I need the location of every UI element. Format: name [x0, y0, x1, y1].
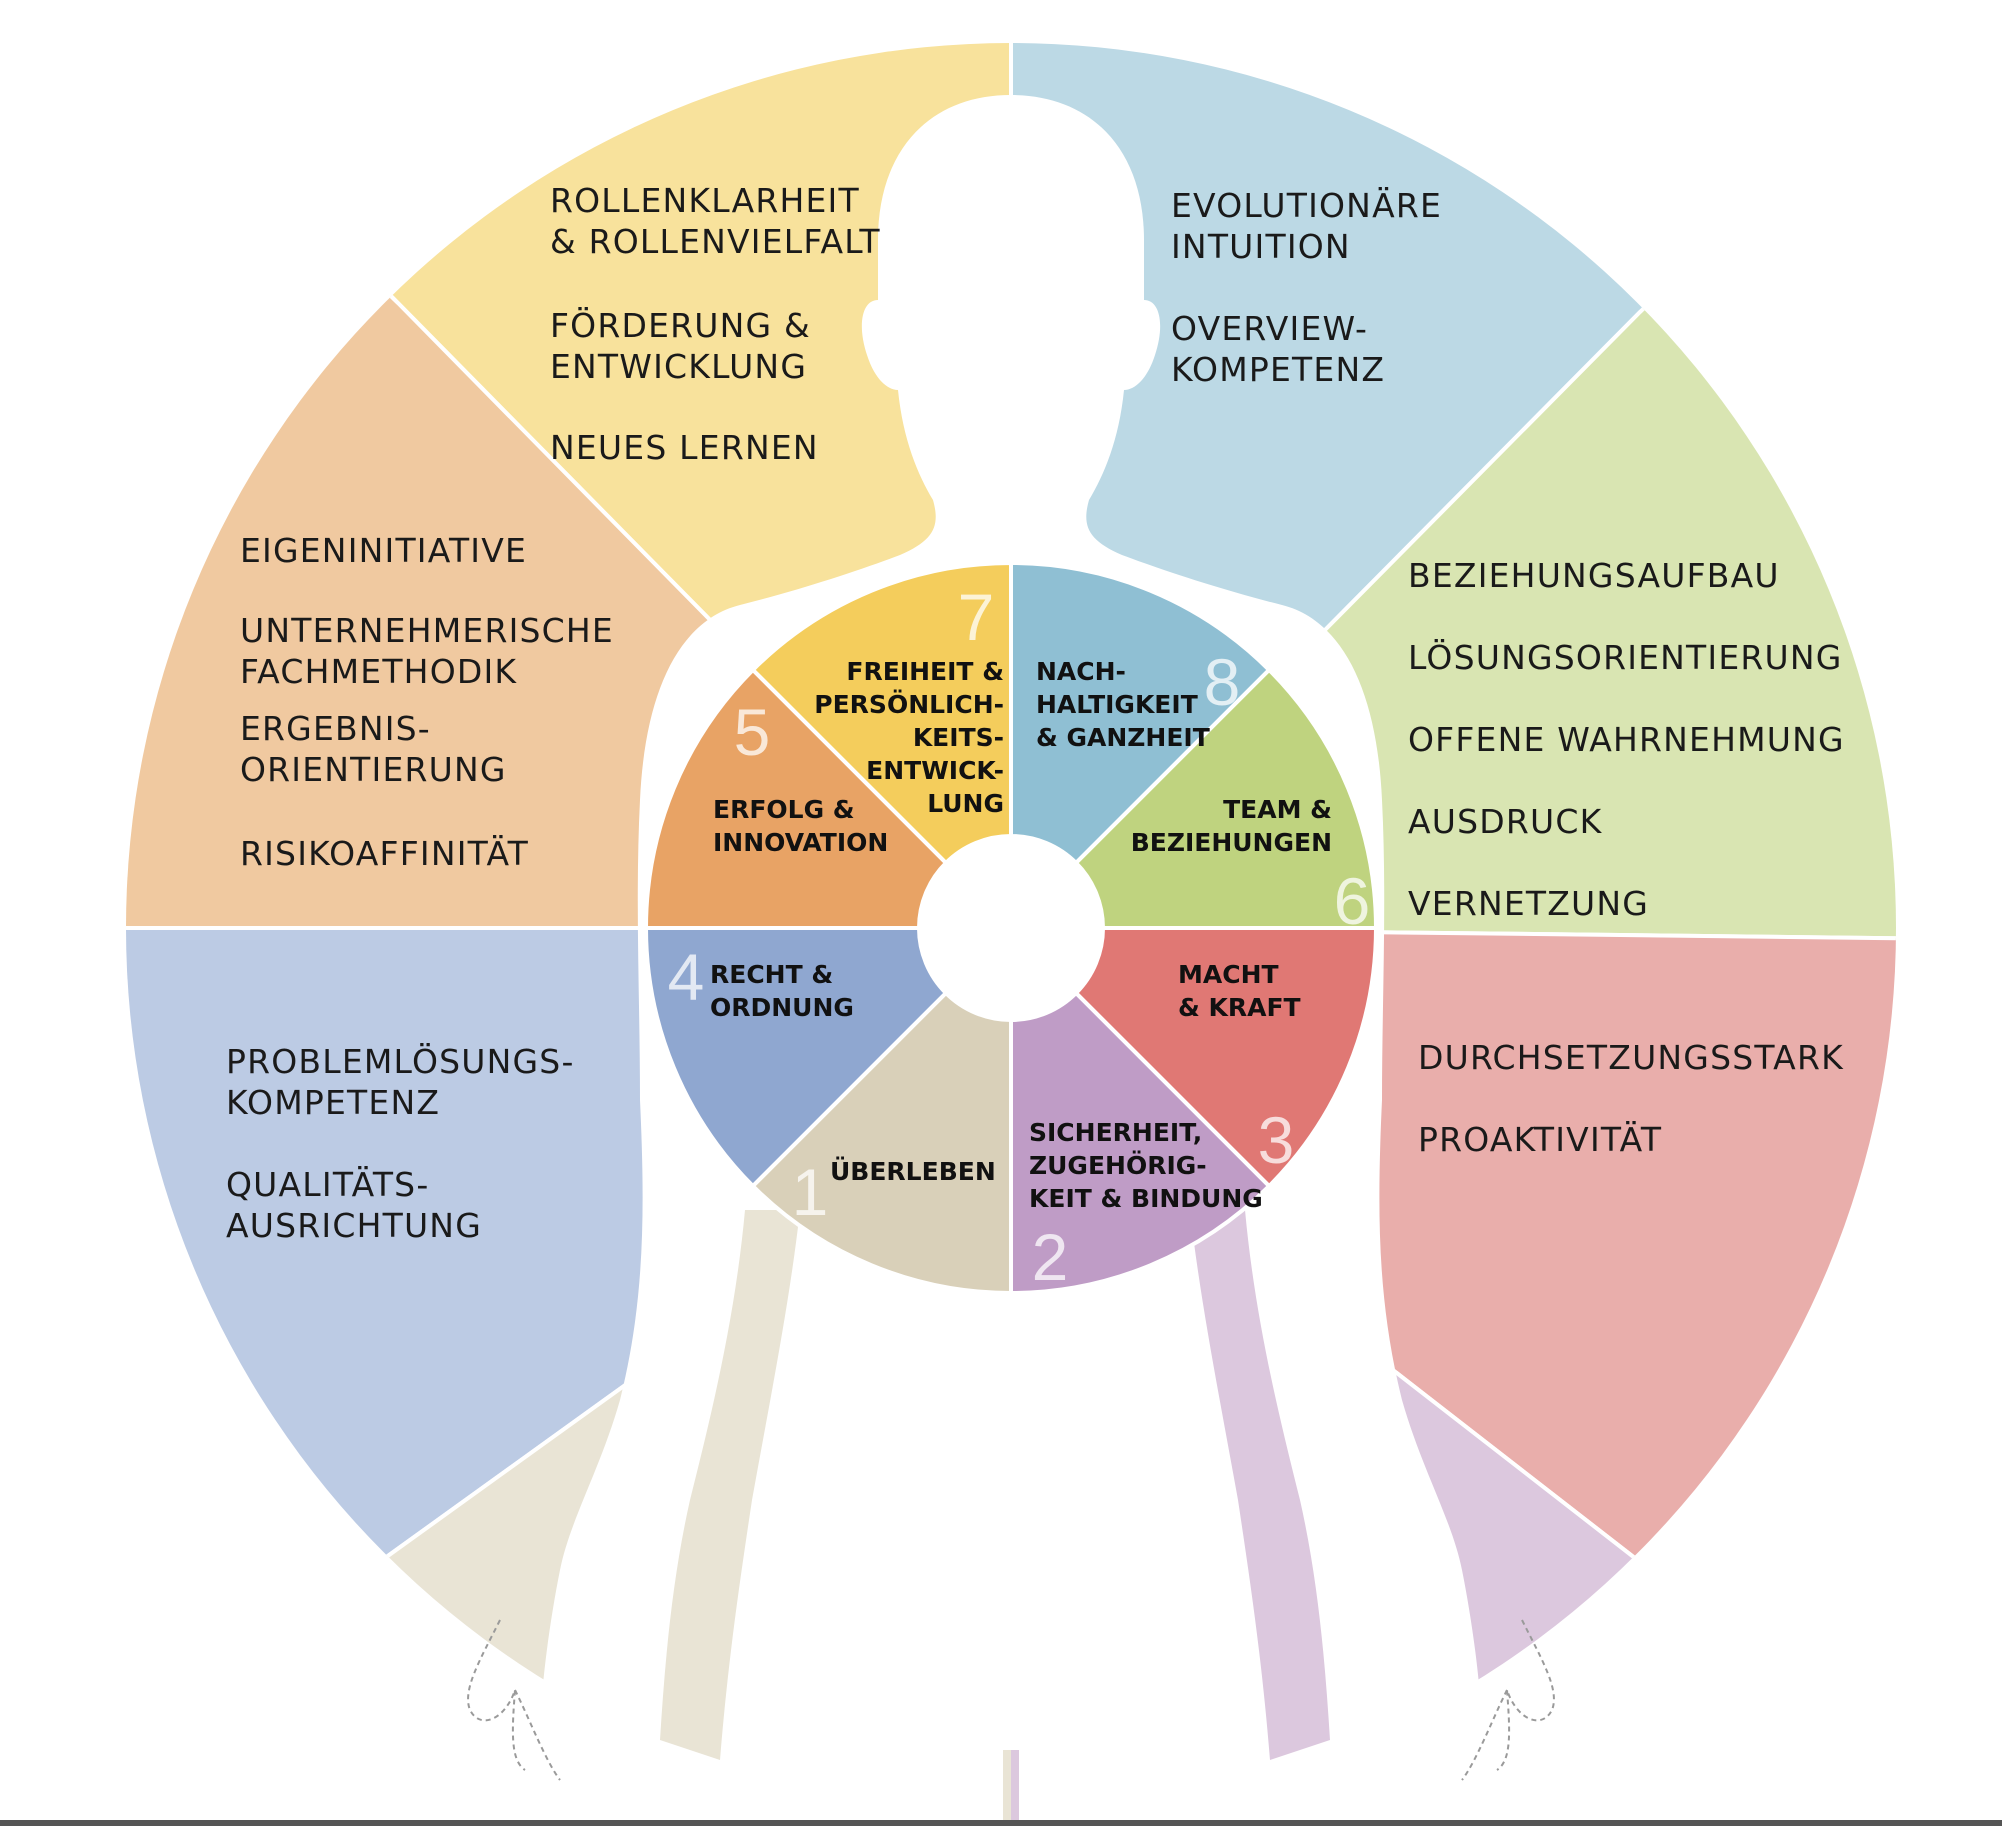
inner-label-7-1: PERSÖNLICH-: [814, 689, 1004, 719]
outer-label-upper-right-0-0: BEZIEHUNGSAUFBAU: [1408, 556, 1780, 595]
arm-overlays: [660, 1210, 1330, 1826]
outer-label-top-right-0-0: EVOLUTIONÄRE: [1171, 186, 1442, 225]
outer-label-top-left-0-1: & ROLLENVIELFALT: [550, 222, 881, 261]
inner-label-8-0: NACH-: [1036, 657, 1126, 686]
outer-label-upper-right-3-0: AUSDRUCK: [1408, 802, 1603, 841]
outer-label-top-left-1-0: FÖRDERUNG &: [550, 305, 811, 345]
outer-label-lower-left-0-0: PROBLEMLÖSUNGS-: [226, 1041, 575, 1081]
inner-number-8: 8: [1204, 645, 1241, 719]
outer-label-top-right-1-0: OVERVIEW-: [1171, 309, 1368, 348]
inner-label-2-1: ZUGEHÖRIG-: [1029, 1150, 1207, 1180]
inner-number-6: 6: [1334, 864, 1371, 938]
outer-label-upper-left-2-0: ERGEBNIS-: [240, 709, 431, 748]
inner-number-1: 1: [792, 1155, 829, 1229]
center-hub: [919, 836, 1103, 1020]
left-hand-outline: [467, 1619, 561, 1781]
inner-label-8-2: & GANZHEIT: [1036, 723, 1210, 752]
center-left-strip: [1003, 1750, 1011, 1826]
outer-label-lower-right-1-0: PROAKTIVITÄT: [1418, 1120, 1662, 1159]
outer-label-lower-right-0-0: DURCHSETZUNGSSTARK: [1418, 1038, 1844, 1077]
inner-value-wheel: [643, 560, 1379, 1296]
inner-label-7-4: LUNG: [927, 789, 1004, 818]
outer-label-upper-right-4-0: VERNETZUNG: [1408, 884, 1649, 923]
outer-label-upper-right-2-0: OFFENE WAHRNEHMUNG: [1408, 720, 1845, 759]
left-arm-fill: [660, 1210, 800, 1760]
inner-number-4: 4: [668, 940, 705, 1014]
inner-label-8-1: HALTIGKEIT: [1036, 690, 1198, 719]
outer-label-upper-left-2-1: ORIENTIERUNG: [240, 750, 507, 789]
inner-label-3-0: MACHT: [1178, 960, 1279, 989]
outer-label-top-left-0-0: ROLLENKLARHEIT: [550, 181, 860, 220]
inner-number-7: 7: [958, 580, 995, 654]
outer-label-upper-left-1-1: FACHMETHODIK: [240, 652, 517, 691]
outer-label-upper-left-3-0: RISIKOAFFINITÄT: [240, 834, 529, 873]
inner-label-3-1: & KRAFT: [1178, 993, 1301, 1022]
outer-label-upper-left-1-0: UNTERNEHMERISCHE: [240, 611, 614, 650]
right-arm-fill: [1190, 1210, 1330, 1760]
outer-label-top-left-2-0: NEUES LERNEN: [550, 428, 819, 467]
inner-label-6-0: TEAM &: [1223, 795, 1332, 824]
outer-label-top-right-0-1: INTUITION: [1171, 227, 1351, 266]
inner-label-4-0: RECHT &: [710, 960, 833, 989]
inner-number-2: 2: [1032, 1220, 1069, 1294]
outer-label-lower-left-1-1: AUSRICHTUNG: [226, 1206, 482, 1245]
outer-label-upper-right-1-0: LÖSUNGSORIENTIERUNG: [1408, 637, 1843, 677]
inner-label-6-1: BEZIEHUNGEN: [1131, 828, 1332, 857]
inner-label-2-2: KEIT & BINDUNG: [1029, 1184, 1263, 1213]
outer-label-top-right-1-1: KOMPETENZ: [1171, 350, 1385, 389]
inner-label-7-0: FREIHEIT &: [846, 657, 1004, 686]
inner-number-5: 5: [734, 695, 771, 769]
hand-outlines: [467, 1619, 1555, 1781]
outer-labels: ROLLENKLARHEIT& ROLLENVIELFALT FÖRDERUNG …: [226, 181, 1845, 1245]
inner-label-5-1: INNOVATION: [713, 828, 888, 857]
inner-label-1-0: ÜBERLEBEN: [830, 1156, 996, 1186]
center-right-strip: [1011, 1750, 1019, 1826]
bottom-border: [0, 1820, 2002, 1826]
inner-label-7-3: ENTWICK-: [866, 756, 1004, 785]
inner-label-4-1: ORDNUNG: [710, 993, 854, 1022]
outer-label-top-left-1-1: ENTWICKLUNG: [550, 347, 807, 386]
inner-number-3: 3: [1258, 1103, 1295, 1177]
inner-label-5-0: ERFOLG &: [713, 795, 855, 824]
outer-label-upper-left-0-0: EIGENINITIATIVE: [240, 531, 527, 570]
inner-label-2-0: SICHERHEIT,: [1029, 1118, 1202, 1147]
right-hand-outline: [1461, 1619, 1555, 1781]
outer-label-lower-left-1-0: QUALITÄTS-: [226, 1165, 429, 1204]
outer-label-lower-left-0-1: KOMPETENZ: [226, 1083, 440, 1122]
inner-label-7-2: KEITS-: [913, 723, 1004, 752]
